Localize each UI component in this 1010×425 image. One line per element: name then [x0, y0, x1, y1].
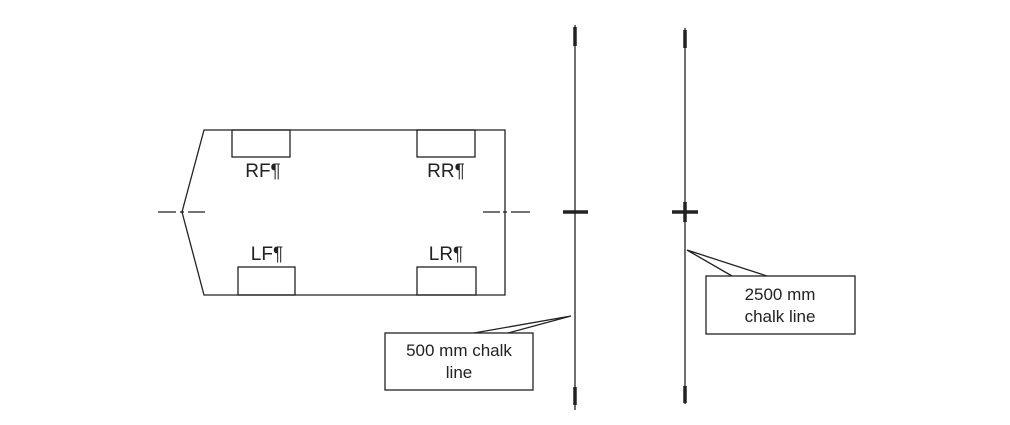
- vehicle-outline: [181, 129, 506, 296]
- wheel-label-lr: LR¶: [428, 244, 464, 265]
- wheel-lr: [416, 266, 477, 296]
- wheel-label-lf: LF¶: [250, 244, 284, 265]
- chalk-line-2500: [672, 28, 698, 404]
- wheel-lf: [237, 266, 296, 296]
- chalk-line-500: [563, 25, 588, 410]
- wheel-label-rr: RR¶: [427, 161, 465, 182]
- wheel-rf: [231, 129, 291, 158]
- callout-500-text: 500 mm chalk line: [406, 341, 512, 382]
- wheel-rr: [416, 129, 476, 158]
- callout-500-frame: [384, 315, 572, 391]
- callout-2500-frame: [686, 249, 856, 335]
- wheel-label-rf: RF¶: [245, 161, 281, 182]
- callout-2500-text: 2500 mm chalk line: [744, 284, 816, 326]
